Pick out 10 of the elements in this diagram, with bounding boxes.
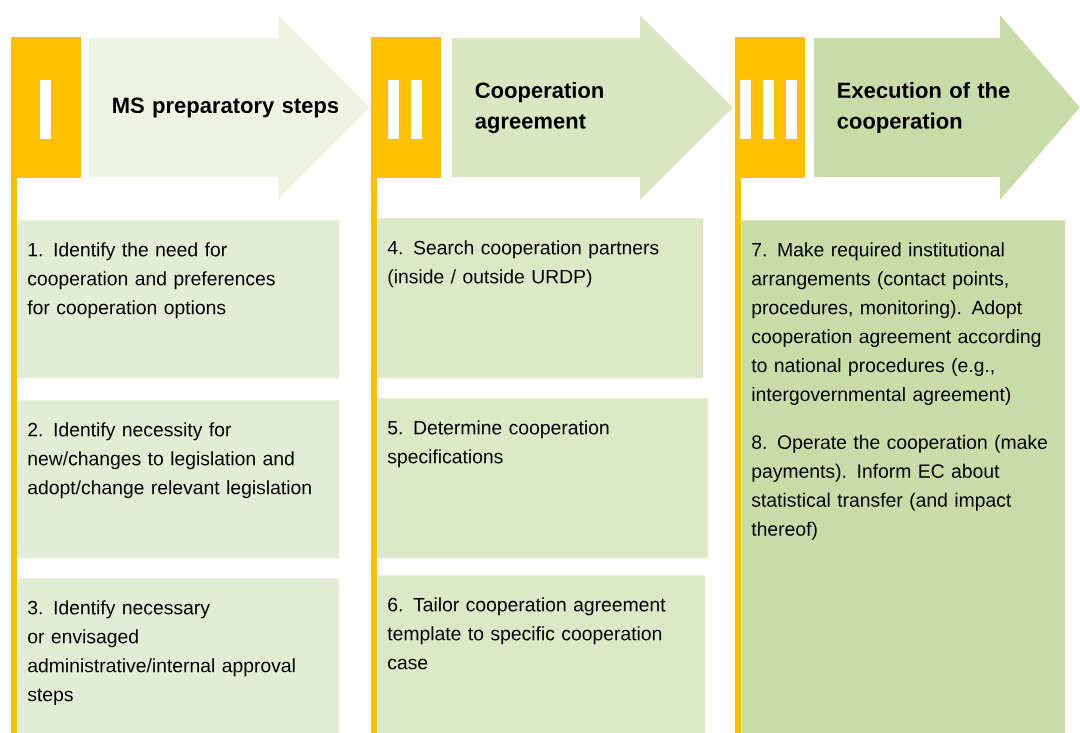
arrow-banner: Cooperation agreement [452, 15, 733, 200]
step-box: 5. Determine cooperation specifications [377, 398, 709, 559]
step-box: 4. Search cooperation partners (inside / outside URDP) [377, 218, 704, 379]
arrow-banner: MS preparatory steps [89, 15, 370, 200]
step-box: 7. Make required institutional arrangements (contact points, procedures, monitoring). Adopt cooperation agreement according to national procedures (e.g., intergovernmental agreement) 8. Operate the cooperation (make payments). Inform EC about statistical transfer (and impact thereof) [741, 220, 1066, 733]
step-box: 1. Identify the need for cooperation and preferences for cooperation options [17, 220, 340, 379]
step-box: 3. Identify necessary or envisaged administrative/internal approval steps [17, 578, 340, 733]
arrow-banner: Execution of the cooperation [814, 15, 1080, 200]
step-box: 2. Identify necessity for new/changes to legislation and adopt/change relevant legislation [17, 400, 340, 559]
step-box: 6. Tailor cooperation agreement template to specific cooperation case [377, 575, 706, 733]
